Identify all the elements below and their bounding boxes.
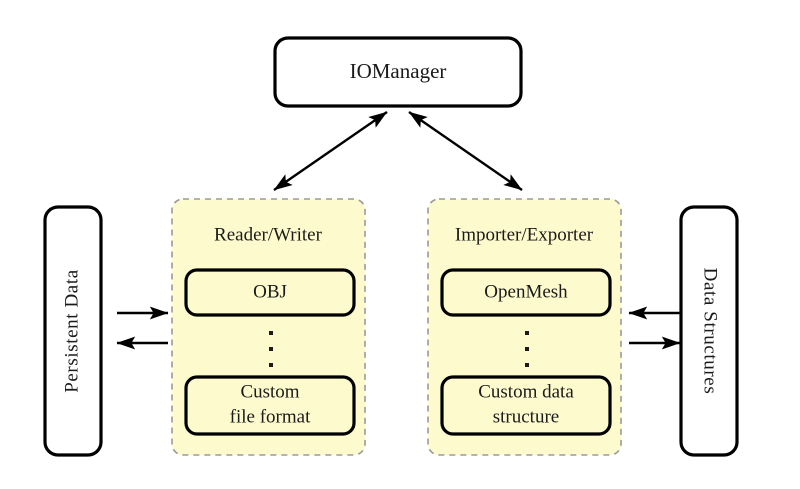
reader-writer-item-obj: OBJ [184,268,356,317]
node-data-structures: Data Structures [679,205,739,457]
custom-data-structure-label-line2: structure [493,406,559,427]
custom-file-format-label-line2: file format [230,406,311,427]
custom-file-format-label-line1: Custom [240,381,299,402]
reader-writer-panel-label: Reader/Writer [214,224,323,245]
openmesh-box [440,268,612,317]
data-structures-box [679,205,739,457]
iomanager-box [273,36,523,108]
importer-exporter-vertical-ellipsis-icon [525,331,529,367]
obj-label: OBJ [253,281,287,302]
importer-exporter-item-openmesh: OpenMesh [440,268,612,317]
persistent-data-label: Persistent Data [61,269,82,393]
iomanager-label: IOManager [350,59,447,83]
reader-writer-item-custom-file-format: Custom file format [184,375,356,436]
arrow-manager-reader-writer [273,111,388,191]
custom-file-format-box [184,375,356,436]
custom-data-structure-label-line1: Custom data [478,381,574,402]
reader-writer-vertical-ellipsis-icon [269,331,273,367]
arrow-manager-importer-exporter [408,111,523,191]
panel-reader-writer: Reader/Writer OBJ Custom file format [171,198,366,456]
panel-importer-exporter: Importer/Exporter OpenMesh Custom data s… [427,198,622,456]
custom-data-structure-box [440,375,612,436]
persistent-data-box [43,205,103,457]
data-structures-label: Data Structures [700,268,721,395]
importer-exporter-panel-label: Importer/Exporter [455,224,594,245]
obj-box [184,268,356,317]
importer-exporter-item-custom-data-structure: Custom data structure [440,375,612,436]
node-iomanager: IOManager [273,36,523,108]
node-persistent-data: Persistent Data [43,205,103,457]
openmesh-label: OpenMesh [484,281,568,302]
